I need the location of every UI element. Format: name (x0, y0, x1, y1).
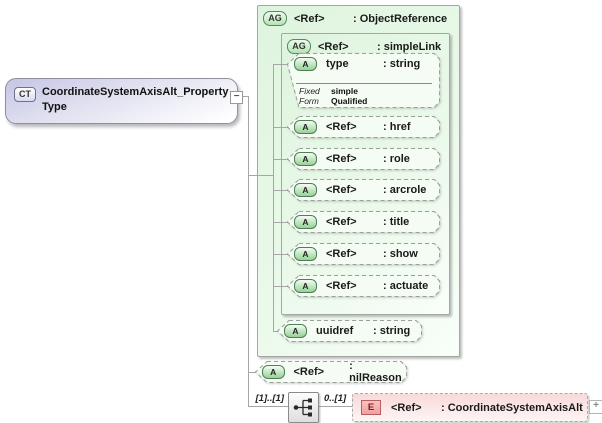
group-header: AG <Ref> : simpleLink (287, 39, 441, 54)
facet-label: Fixed (299, 86, 320, 96)
attribute-uuidref[interactable]: A uuidref : string (277, 320, 422, 342)
facet-divider (296, 83, 432, 84)
attribute-badge: A (294, 152, 317, 166)
group-type-label: : simpleLink (377, 40, 442, 53)
element-coordinatesystemaxisalt[interactable]: E <Ref> : CoordinateSystemAxisAlt (352, 393, 588, 422)
expand-handle[interactable]: + (589, 400, 602, 414)
attribute-badge: A (294, 279, 317, 293)
attribute-actuate[interactable]: A <Ref> : actuate (287, 275, 440, 297)
attribute-name: <Ref> (293, 366, 325, 378)
connector-line (248, 175, 274, 176)
attribute-datatype: : nilReason (349, 360, 402, 384)
cardinality-label-right: 0..[1] (324, 393, 347, 404)
attribute-name: <Ref> (326, 216, 357, 228)
attribute-group-badge: AG (287, 39, 311, 54)
attribute-name: <Ref> (326, 248, 357, 260)
connector-line (273, 286, 289, 287)
attribute-role[interactable]: A <Ref> : role (287, 148, 440, 170)
attribute-badge: A (294, 57, 317, 71)
cardinality-label-left: [1]..[1] (255, 393, 285, 404)
attribute-name: <Ref> (326, 121, 357, 133)
group-ref-label: <Ref> (318, 40, 349, 53)
attribute-group-badge: AG (263, 11, 287, 26)
facet-label: Form (299, 96, 319, 106)
connector-line (273, 254, 289, 255)
facet-value: simple (331, 86, 358, 96)
sequence-icon (293, 398, 312, 417)
connector-line (243, 96, 249, 97)
attribute-datatype: : actuate (383, 280, 429, 292)
attribute-name: <Ref> (326, 184, 357, 196)
attribute-name: <Ref> (326, 153, 357, 165)
connector-line (273, 64, 289, 65)
connector-line (273, 127, 289, 128)
element-type-label: : CoordinateSystemAxisAlt (441, 401, 583, 414)
attribute-badge: A (284, 324, 307, 338)
attribute-arcrole[interactable]: A <Ref> : arcrole (287, 179, 440, 201)
attribute-datatype: : string (383, 58, 421, 70)
attribute-name: type (326, 58, 349, 70)
attribute-show[interactable]: A <Ref> : show (287, 243, 440, 265)
attribute-href[interactable]: A <Ref> : href (287, 116, 440, 138)
attribute-badge: A (294, 120, 317, 134)
element-badge: E (361, 400, 381, 415)
group-type-label: : ObjectReference (353, 12, 448, 25)
attribute-datatype: : role (383, 153, 410, 165)
connector-line (248, 96, 249, 407)
complex-type-box[interactable]: CT CoordinateSystemAxisAlt_Property Type (5, 78, 238, 124)
complex-type-name: CoordinateSystemAxisAlt_Property Type (42, 86, 229, 113)
attribute-badge: A (294, 183, 317, 197)
element-ref-label: <Ref> (391, 401, 422, 414)
attribute-datatype: : href (383, 121, 411, 133)
group-header: AG <Ref> : ObjectReference (263, 11, 447, 26)
complex-type-badge: CT (14, 87, 36, 102)
connector-line (317, 406, 352, 407)
attribute-type[interactable]: A type : string Fixed simple Form Qualif… (287, 53, 440, 108)
attribute-datatype: : string (373, 325, 411, 337)
attribute-badge: A (262, 365, 285, 379)
attribute-nilreason[interactable]: A <Ref> : nilReason (255, 360, 407, 384)
connector-line (273, 331, 280, 332)
model-group-icon[interactable] (288, 392, 319, 423)
group-ref-label: <Ref> (294, 12, 325, 25)
attribute-badge: A (294, 247, 317, 261)
attribute-datatype: : title (383, 216, 410, 228)
attribute-name: <Ref> (326, 280, 357, 292)
attribute-title[interactable]: A <Ref> : title (287, 211, 440, 233)
attribute-badge: A (294, 215, 317, 229)
connector-line (273, 64, 274, 332)
connector-line (273, 222, 289, 223)
connector-line (273, 159, 289, 160)
connector-line (248, 372, 257, 373)
attribute-datatype: : arcrole (383, 184, 427, 196)
attribute-datatype: : show (383, 248, 418, 260)
facet-value: Qualified (331, 96, 368, 106)
attribute-name: uuidref (316, 325, 354, 337)
connector-line (273, 190, 289, 191)
collapse-handle[interactable]: − (230, 91, 243, 104)
connector-line (248, 406, 288, 407)
